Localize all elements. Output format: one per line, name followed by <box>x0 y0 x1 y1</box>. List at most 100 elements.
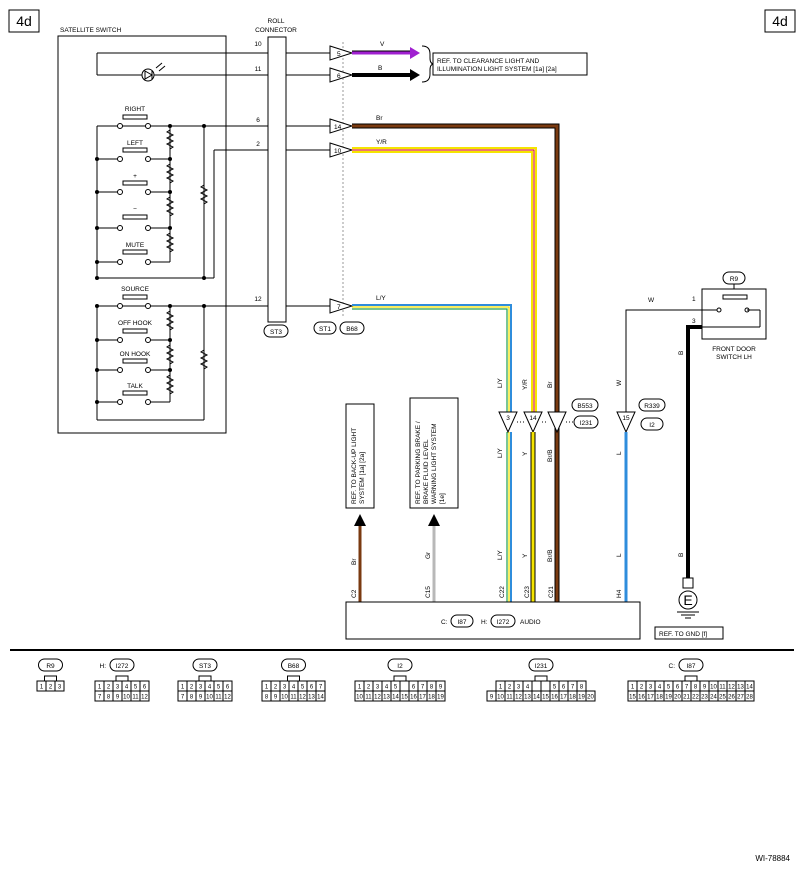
ref-brake-line1: REF. TO PARKING BRAKE / <box>415 421 422 504</box>
connector-pin-number: 17 <box>560 695 567 701</box>
connector-pin-number: 16 <box>638 695 645 701</box>
switch-right-label: RIGHT <box>125 106 145 113</box>
connector-view-key <box>44 675 57 682</box>
terminal-6: 6 <box>329 67 354 83</box>
connector-pin-number: 20 <box>674 695 681 701</box>
connector-pin-number: 23 <box>701 695 708 701</box>
page-tag-right-text: 4d <box>772 13 788 29</box>
roll-pin-11: 11 <box>255 66 262 73</box>
connector-pin-number: 10 <box>123 695 130 701</box>
connector-view-prefix: C: <box>669 663 676 670</box>
switch-talk-label: TALK <box>127 383 143 390</box>
connector-pin-number: 9 <box>199 695 203 701</box>
ref-gnd-text: REF. TO GND [f] <box>659 631 707 638</box>
connector-pin-number: 15 <box>542 695 549 701</box>
connector-tag-st3-text: ST3 <box>270 329 282 336</box>
ref-brake-line4: [1e] <box>439 493 446 504</box>
connector-tag-i2: I2 <box>640 417 664 431</box>
connector-pin-number: 1 <box>40 685 44 691</box>
connector-pin-number: 17 <box>647 695 654 701</box>
connector-tag-i231: I231 <box>573 415 599 429</box>
connector-view-label: I87 <box>686 663 695 670</box>
switch-mute: MUTE <box>97 242 170 265</box>
audio-pin-c22: C22 <box>499 586 506 598</box>
connector-pin-number: 5 <box>667 685 671 691</box>
connector-pin-number: 3 <box>199 685 203 691</box>
connector-pin-number: 18 <box>569 695 576 701</box>
connector-pin-number: 1 <box>265 685 269 691</box>
connector-pin-number: 8 <box>107 695 111 701</box>
switch-plus: + <box>97 173 170 195</box>
connector-pin-number: 14 <box>746 685 753 691</box>
door-switch-pin-3: 3 <box>692 318 696 325</box>
connector-view-tag <box>678 658 704 672</box>
connector-pin-number: 5 <box>134 685 138 691</box>
wire-label-br: Br <box>376 115 383 122</box>
connector-pin-number: 18 <box>656 695 663 701</box>
connector-pin-number: 27 <box>737 695 744 701</box>
ref-brake-line3: WARNING LIGHT SYSTEM <box>431 423 438 504</box>
connector-pin-number: 6 <box>310 685 314 691</box>
connector-pin-number: 7 <box>571 685 575 691</box>
wire-label-y-low: Y <box>522 553 529 558</box>
connector-pin-number: 8 <box>580 685 584 691</box>
connector-view-tag <box>109 658 135 672</box>
terminal-5: 5 <box>329 45 354 61</box>
connector-view-key <box>115 675 129 682</box>
satellite-switch: SATELLITE SWITCH RIGHT LEFT <box>57 27 268 434</box>
terminal-7-text: 7 <box>337 304 341 311</box>
connector-pin-number: 25 <box>719 695 726 701</box>
connector-pin-number: 5 <box>553 685 557 691</box>
connector-pin-number: 1 <box>98 685 102 691</box>
connector-pin-number: 6 <box>676 685 680 691</box>
connector-pin-cell <box>399 680 410 692</box>
connector-pin-number: 4 <box>526 685 530 691</box>
connector-pin-number: 24 <box>710 695 717 701</box>
connector-pin-number: 13 <box>737 685 744 691</box>
connector-view-tag <box>38 658 63 672</box>
wire-label-ly: L/Y <box>376 295 386 302</box>
connector-pin-number: 7 <box>319 685 323 691</box>
connector-view-key <box>684 675 698 682</box>
roll-connector-title-1: ROLL <box>268 18 285 25</box>
audio-pin-c15: C15 <box>425 586 432 598</box>
connector-view-label: R9 <box>46 663 55 670</box>
audio-pin-c21: C21 <box>548 586 555 598</box>
connector-pin-number: 11 <box>365 695 372 701</box>
connector-pin-cell <box>540 680 551 692</box>
connector-tag-b68: B68 <box>339 321 365 335</box>
connector-pin-number: 10 <box>497 695 504 701</box>
connector-pin-number: 11 <box>506 695 513 701</box>
connector-view-tag <box>192 658 218 672</box>
connector-pin-number: 14 <box>533 695 540 701</box>
connector-pin-number: 9 <box>703 685 707 691</box>
terminal-6-text: 6 <box>337 73 341 80</box>
ground-symbol: E <box>677 577 699 619</box>
connector-pin-number: 6 <box>226 685 230 691</box>
wire-label-br-upper: Br <box>547 381 554 388</box>
connector-pin-number: 3 <box>376 685 380 691</box>
connector-tag-st1-text: ST1 <box>319 326 331 333</box>
wire-label-gr-ref: Gr <box>425 551 432 559</box>
switch-minus-label: − <box>133 206 137 213</box>
connector-pin-number: 8 <box>265 695 269 701</box>
wire-label-b-upper: B <box>678 351 685 355</box>
diagram-id: WI-78884 <box>755 854 790 863</box>
connector-pin-number: 15 <box>629 695 636 701</box>
connector-pin-number: 12 <box>515 695 522 701</box>
connector-tag-i2-text: I2 <box>649 422 655 429</box>
roll-pin-2: 2 <box>256 141 260 148</box>
connector-pin-number: 4 <box>208 685 212 691</box>
connector-pin-number: 10 <box>281 695 288 701</box>
ref-backup-light: REF. TO BACK-UP LIGHT SYSTEM [1a] [2a] <box>345 403 375 509</box>
connector-tag-b553: B553 <box>571 398 599 412</box>
front-door-switch: R9 1 3 FRONT DOOR SWITCH LH <box>692 271 767 361</box>
connector-pin-number: 3 <box>116 685 120 691</box>
connector-pin-number: 11 <box>290 695 297 701</box>
switch-off-hook: OFF HOOK <box>97 320 170 343</box>
connector-pin-number: 2 <box>190 685 194 691</box>
